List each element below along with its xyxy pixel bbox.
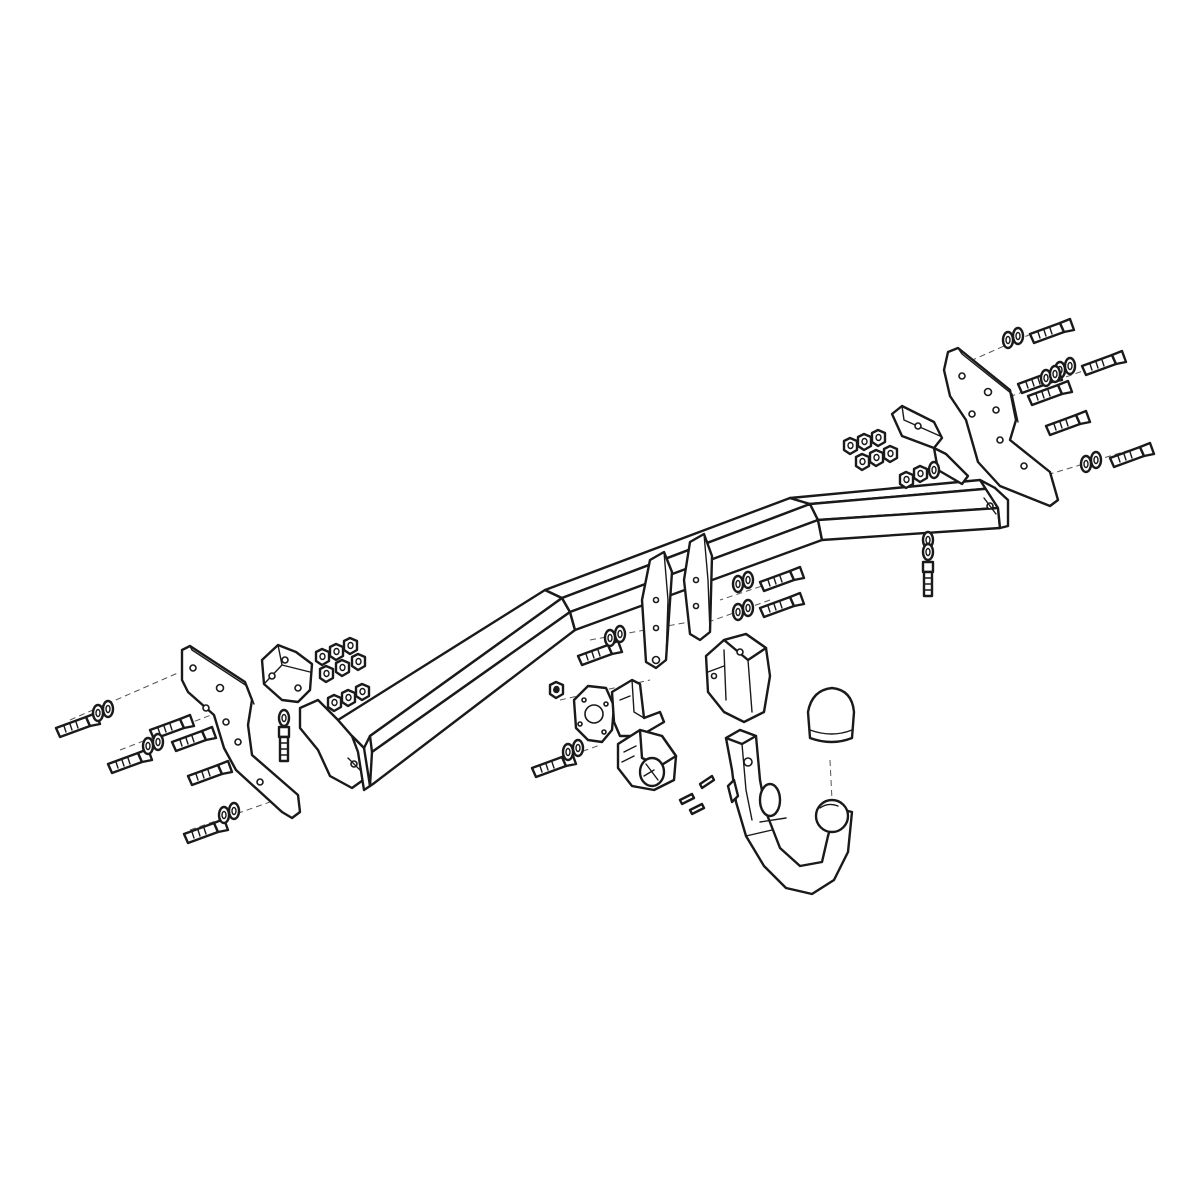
bolt: [758, 591, 806, 619]
hook-release-knob: [758, 782, 782, 818]
bolt: [576, 639, 624, 667]
nut: [314, 647, 331, 667]
nut: [354, 682, 371, 702]
left-bracket: [260, 643, 314, 704]
socket-mounting-plate: [572, 684, 616, 744]
socket-screws: [530, 680, 716, 816]
washer: [603, 628, 617, 648]
washer: [217, 805, 231, 825]
socket-bracket: [610, 678, 666, 738]
washer: [277, 708, 291, 728]
hook-lock-hole: [743, 757, 753, 767]
nut: [854, 452, 871, 472]
nut: [856, 432, 873, 452]
left-mounting-plate: [180, 644, 302, 820]
right-mounting-plate: [942, 346, 1060, 508]
bolt: [1028, 317, 1076, 345]
bolt: [758, 565, 806, 593]
socket-plate-screw-hole: [581, 697, 587, 703]
nut: [326, 693, 343, 713]
nut: [350, 652, 367, 672]
center-hanger-bracket-left: [640, 550, 674, 670]
nut: [328, 642, 345, 662]
receiver-hole: [710, 672, 718, 680]
bolt: [1044, 409, 1092, 437]
washer: [1011, 326, 1025, 346]
washer: [731, 574, 745, 594]
plate-hole: [992, 406, 1000, 414]
tow-ball: [814, 798, 850, 834]
nut: [870, 428, 887, 448]
small-screw: [678, 792, 696, 806]
nut: [842, 436, 859, 456]
plate-hole: [189, 664, 197, 672]
socket-plate-screw-hole: [601, 729, 607, 735]
socket-plate-hole: [584, 704, 604, 724]
vertical-bolt: [921, 560, 935, 598]
small-screw: [698, 774, 716, 790]
nut: [912, 464, 929, 484]
bracket-hole: [268, 672, 276, 680]
hanger-hole: [652, 624, 660, 632]
washer: [731, 602, 745, 622]
washer: [1001, 330, 1015, 350]
washer: [1079, 454, 1093, 474]
electrical-socket: [616, 728, 678, 792]
nut: [898, 470, 915, 490]
washer: [927, 460, 941, 480]
plate-hole: [234, 738, 242, 746]
hanger-hole: [651, 655, 661, 665]
hanger-hole: [692, 602, 700, 610]
plate-hole: [968, 410, 976, 418]
nut: [318, 664, 335, 684]
nut: [342, 636, 359, 656]
hanger-hole: [652, 596, 660, 604]
bracket-hole: [281, 656, 289, 664]
nut: [340, 688, 357, 708]
plate-hole: [996, 436, 1004, 444]
plate-hole: [1020, 462, 1028, 470]
washer: [741, 570, 755, 590]
hanger-hole: [692, 576, 700, 584]
washer: [571, 738, 585, 758]
plate-hole: [983, 387, 993, 397]
plate-hole: [202, 704, 210, 712]
nut: [882, 444, 899, 464]
left-nut-group: [314, 636, 371, 713]
washer: [101, 699, 115, 719]
bracket-hole: [294, 684, 302, 692]
washer: [741, 598, 755, 618]
socket-plate-screw-hole: [577, 721, 583, 727]
washer: [613, 624, 627, 644]
small-nut-fill: [553, 687, 559, 693]
socket-plate-screw-hole: [603, 701, 609, 707]
receiver-block: [704, 632, 772, 724]
tow-ball-cap: [806, 686, 856, 744]
nut: [868, 448, 885, 468]
nut: [334, 658, 351, 678]
bracket-hole: [914, 422, 922, 430]
washer: [1048, 364, 1062, 384]
bolt: [1080, 349, 1128, 377]
bolt: [1108, 441, 1156, 469]
plate-hole: [215, 683, 225, 693]
center-hanger-bracket-right: [682, 532, 714, 642]
receiver-hole: [736, 648, 744, 656]
plate-hole: [958, 372, 966, 380]
small-screw: [688, 802, 706, 816]
bolt: [186, 759, 234, 787]
washer: [141, 736, 155, 756]
washer: [1089, 450, 1103, 470]
washer: [227, 801, 241, 821]
washer: [1063, 356, 1077, 376]
washer: [561, 742, 575, 762]
washer: [91, 703, 105, 723]
washer: [921, 542, 935, 562]
plate-hole: [222, 718, 230, 726]
plate-hole: [256, 778, 264, 786]
washer: [151, 732, 165, 752]
vertical-bolt: [277, 725, 291, 763]
